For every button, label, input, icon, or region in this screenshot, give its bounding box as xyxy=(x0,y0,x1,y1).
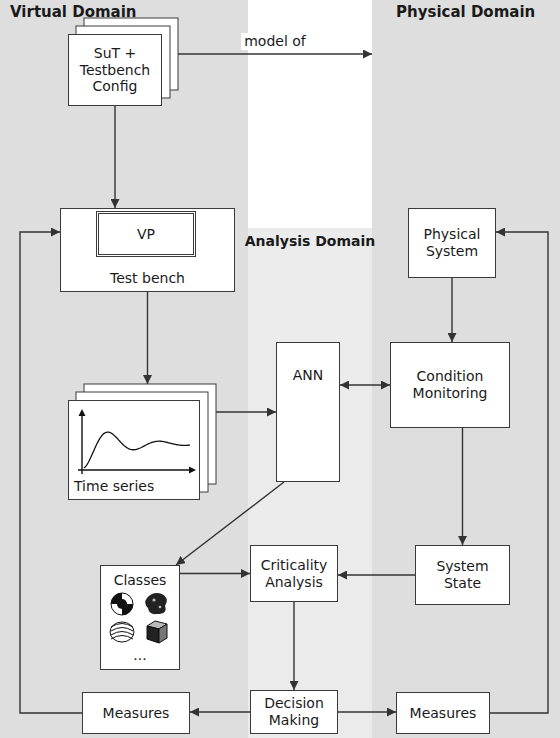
box-label: System State xyxy=(421,558,504,592)
virtual-domain-band: Virtual DomainSuT + Testbench ConfigTest… xyxy=(0,0,248,738)
y-axis-arrow xyxy=(79,409,86,416)
box-label: SuT + Testbench Config xyxy=(74,45,156,95)
classes-box: Classes... xyxy=(100,565,180,670)
striped-shell-icon xyxy=(110,622,134,642)
blob-icon xyxy=(145,593,167,614)
flow-arrow xyxy=(180,573,250,574)
ann-box: ANN xyxy=(276,342,340,482)
physical-system-box: Physical System xyxy=(408,208,496,278)
flow-arrow xyxy=(340,384,390,385)
box-label: VP xyxy=(104,226,188,243)
criticality-box: Criticality Analysis xyxy=(250,545,338,602)
flow-arrow xyxy=(293,602,294,690)
domain-fill xyxy=(0,0,248,738)
domain-fill xyxy=(248,228,372,738)
flow-arrow xyxy=(490,232,548,713)
box-label: ... xyxy=(106,647,174,664)
flow-arrow xyxy=(338,711,396,712)
box-label: Measures xyxy=(402,705,484,722)
box-label: Physical System xyxy=(414,226,490,260)
vp-box: VP xyxy=(96,211,196,257)
domain-title: Virtual Domain xyxy=(10,3,248,21)
time-series-stack: Time series xyxy=(68,400,200,500)
flow-arrow xyxy=(216,411,276,412)
box-label: Classes xyxy=(106,572,174,589)
physical-domain-band: Physical DomainPhysical SystemCondition … xyxy=(372,0,560,738)
flow-arrow xyxy=(462,428,463,545)
flow-arrow xyxy=(178,53,372,54)
y-axis xyxy=(81,414,82,474)
domain-title: Analysis Domain xyxy=(234,233,386,249)
system-state-box: System State xyxy=(415,545,510,605)
measures-box: Measures xyxy=(396,692,490,734)
testbench-box: Test bench VP xyxy=(60,208,235,292)
condition-monitoring-box: Condition Monitoring xyxy=(390,342,510,428)
box-label: Criticality Analysis xyxy=(256,557,332,591)
class-icons xyxy=(107,590,173,646)
domain-title: Physical Domain xyxy=(396,3,560,21)
x-axis xyxy=(78,470,190,471)
checkered-sphere-icon xyxy=(111,593,133,615)
box-label: ANN xyxy=(282,367,334,384)
box-label: Measures xyxy=(88,705,184,722)
cube-icon xyxy=(147,621,167,643)
domain-fill xyxy=(372,0,560,738)
box-label: Time series xyxy=(74,478,194,495)
edge-label: model of xyxy=(241,33,309,50)
decision-box: Decision Making xyxy=(250,690,338,734)
flow-arrow xyxy=(190,711,250,712)
time-series-chart xyxy=(74,408,198,478)
flow-arrow xyxy=(114,106,115,208)
box-label: Decision Making xyxy=(256,695,332,729)
config-stack: SuT + Testbench Config xyxy=(68,34,162,106)
flow-arrow xyxy=(338,574,415,575)
flow-arrow xyxy=(451,278,452,342)
box-label: Condition Monitoring xyxy=(396,368,504,402)
flow-arrow xyxy=(147,292,148,384)
x-axis-arrow xyxy=(189,467,196,474)
damped-curve xyxy=(84,432,190,468)
measures-box: Measures xyxy=(82,692,190,734)
box-label: Test bench xyxy=(66,270,229,287)
analysis-domain-band: Analysis DomainANNCriticality AnalysisDe… xyxy=(248,228,372,738)
